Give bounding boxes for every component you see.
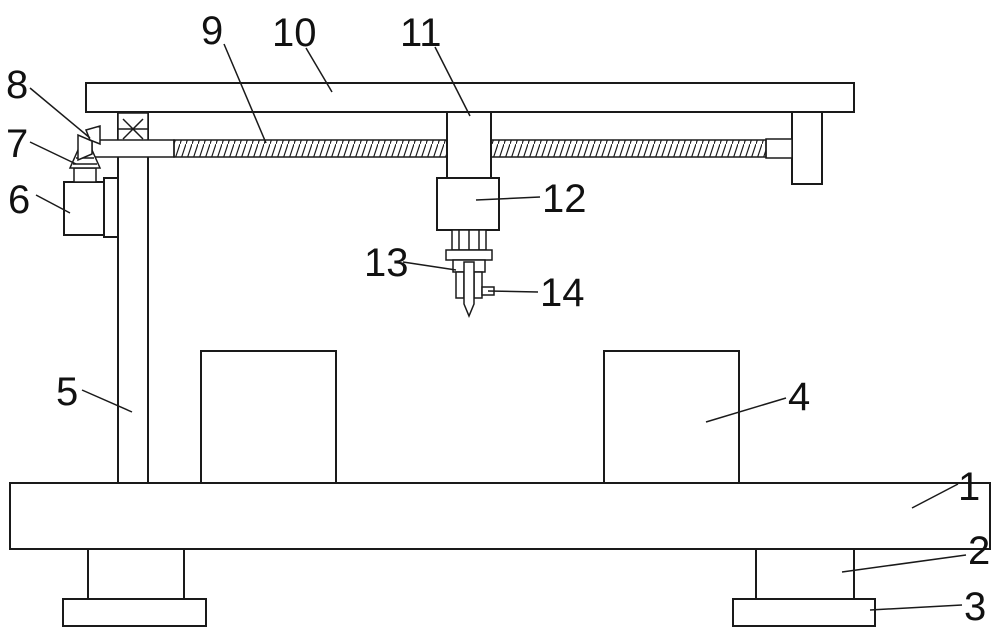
label-7: 7 (6, 122, 28, 166)
leader-2 (842, 555, 966, 572)
right-support (792, 112, 822, 184)
base-plate (10, 483, 990, 549)
workpiece-block-left (201, 351, 336, 483)
label-11: 11 (400, 11, 442, 55)
leader-14 (488, 291, 538, 292)
right-screw-bearing (766, 139, 792, 158)
label-5: 5 (56, 370, 78, 414)
leg-left (88, 549, 184, 599)
label-12: 12 (542, 177, 587, 221)
drill-tool (453, 260, 494, 316)
label-14: 14 (540, 271, 585, 315)
leg-right (756, 549, 854, 599)
vertical-column (118, 113, 148, 483)
motor (64, 168, 118, 237)
label-3: 3 (964, 585, 986, 629)
slider-block (447, 112, 491, 178)
leader-13 (403, 262, 456, 270)
leader-8 (30, 88, 90, 138)
label-1: 1 (958, 465, 980, 509)
lead-screw (92, 140, 766, 157)
label-9: 9 (201, 9, 223, 53)
label-13: 13 (364, 241, 409, 285)
label-2: 2 (968, 529, 990, 573)
clamp-plate (446, 250, 492, 260)
workpiece-block-right (604, 351, 739, 483)
top-beam (86, 83, 854, 112)
leader-3 (870, 605, 962, 610)
cylinder (437, 178, 499, 250)
label-10: 10 (272, 11, 317, 55)
label-4: 4 (788, 375, 810, 419)
foot-right (733, 599, 875, 626)
leader-7 (30, 142, 76, 164)
foot-left (63, 599, 206, 626)
label-6: 6 (8, 178, 30, 222)
label-8: 8 (6, 63, 28, 107)
